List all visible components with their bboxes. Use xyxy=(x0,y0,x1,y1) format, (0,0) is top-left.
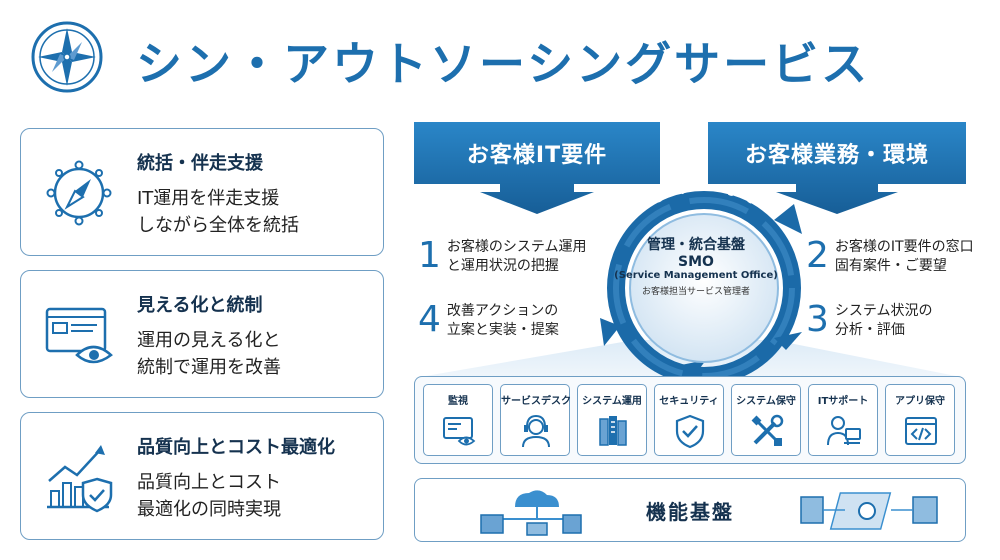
compass-icon xyxy=(46,160,112,226)
service-service-desk: サービスデスク xyxy=(500,384,571,456)
tools-icon xyxy=(751,414,784,446)
service-it-support: ITサポート xyxy=(808,384,878,456)
card-quality-cost: 品質向上とコスト最適化 品質向上とコスト最適化の同時実現 xyxy=(20,412,384,540)
arrow-customer-business: お客様業務・環境 xyxy=(708,122,966,214)
card-title: 見える化と統制 xyxy=(137,295,263,316)
compass-logo-icon xyxy=(31,21,103,93)
card-description: IT運用を伴走支援しながら全体を統括 xyxy=(137,188,299,236)
step-4: 4 改善アクションの立案と実装・提案 xyxy=(418,299,559,340)
service-system-operation: システム運用 xyxy=(577,384,647,456)
monitor-icon xyxy=(443,417,476,446)
card-description: 品質向上とコスト最適化の同時実現 xyxy=(137,472,281,520)
circuit-network-icon xyxy=(800,492,938,530)
smo-hub: 管理・統合基盤 SMO (Service Management Office) … xyxy=(606,234,786,344)
service-monitoring: 監視 xyxy=(423,384,493,456)
hub-manager: お客様担当サービス管理者 xyxy=(641,287,750,297)
step-1: 1 お客様のシステム運用と運用状況の把握 xyxy=(418,235,587,276)
code-window-icon xyxy=(905,417,937,445)
arrow-label: お客様IT要件 xyxy=(466,143,608,168)
service-security: セキュリティ xyxy=(654,384,724,456)
step-3: 3 システム状況の分析・評価 xyxy=(806,299,933,340)
support-icon xyxy=(827,416,861,446)
function-platform: 機能基盤 xyxy=(414,478,966,542)
chart-shield-icon xyxy=(47,445,113,513)
platform-label: 機能基盤 xyxy=(646,499,734,524)
card-title: 品質向上とコスト最適化 xyxy=(137,437,335,458)
card-title: 統括・伴走支援 xyxy=(137,153,263,174)
cloud-network-icon xyxy=(480,490,582,536)
card-description: 運用の見える化と統制で運用を改善 xyxy=(137,330,281,378)
compass-engine-cycle: Compass Engine xyxy=(414,190,966,385)
monitor-eye-icon xyxy=(45,307,113,364)
headset-icon xyxy=(522,414,550,448)
service-app-maintenance: アプリ保守 xyxy=(885,384,955,456)
arrow-customer-it-requirements: お客様IT要件 xyxy=(414,122,660,214)
arrow-label: お客様業務・環境 xyxy=(744,143,929,168)
hub-abbrev: SMO xyxy=(678,254,714,270)
server-icon xyxy=(599,416,627,446)
shield-icon xyxy=(675,414,705,449)
services-panel: 監視 サービスデスク システム運用 セキュリティ xyxy=(414,376,966,464)
page-title: シン・アウトソーシングサービス xyxy=(136,37,871,91)
step-2: 2 お客様のIT要件の窓口固有案件・ご要望 xyxy=(806,235,974,276)
card-visibility: 見える化と統制 運用の見える化と統制で運用を改善 xyxy=(20,270,384,398)
service-system-maintenance: システム保守 xyxy=(731,384,801,456)
hub-title: 管理・統合基盤 xyxy=(647,237,745,253)
card-governance: 統括・伴走支援 IT運用を伴走支援しながら全体を統括 xyxy=(20,128,384,256)
hub-fullname: (Service Management Office) xyxy=(614,270,778,281)
